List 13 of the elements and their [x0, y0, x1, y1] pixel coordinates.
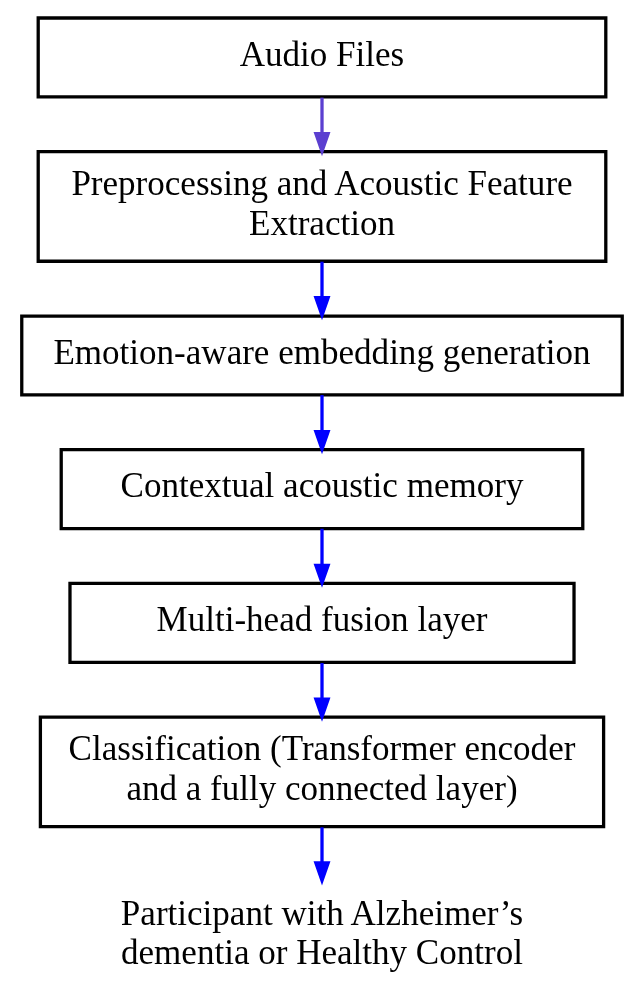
arrow — [313, 826, 331, 885]
node-box: Multi-head fusion layer — [68, 581, 576, 664]
node-text: Participant with Alzheimer’s dementia or Healthy Control — [120, 893, 524, 972]
node-box: Contextual acoustic memory — [59, 447, 585, 530]
node-box: Preprocessing and Acoustic Feature Extraction — [36, 149, 608, 263]
node-box: Emotion-aware embedding generation — [20, 313, 624, 397]
arrow — [313, 261, 331, 320]
node-box: Audio Files — [36, 15, 608, 99]
node-box: Classification (Transformer encoder and a fully connected layer) — [38, 714, 606, 828]
arrow — [313, 528, 331, 588]
arrow — [313, 662, 331, 722]
arrow — [313, 97, 331, 156]
arrow — [313, 394, 331, 454]
